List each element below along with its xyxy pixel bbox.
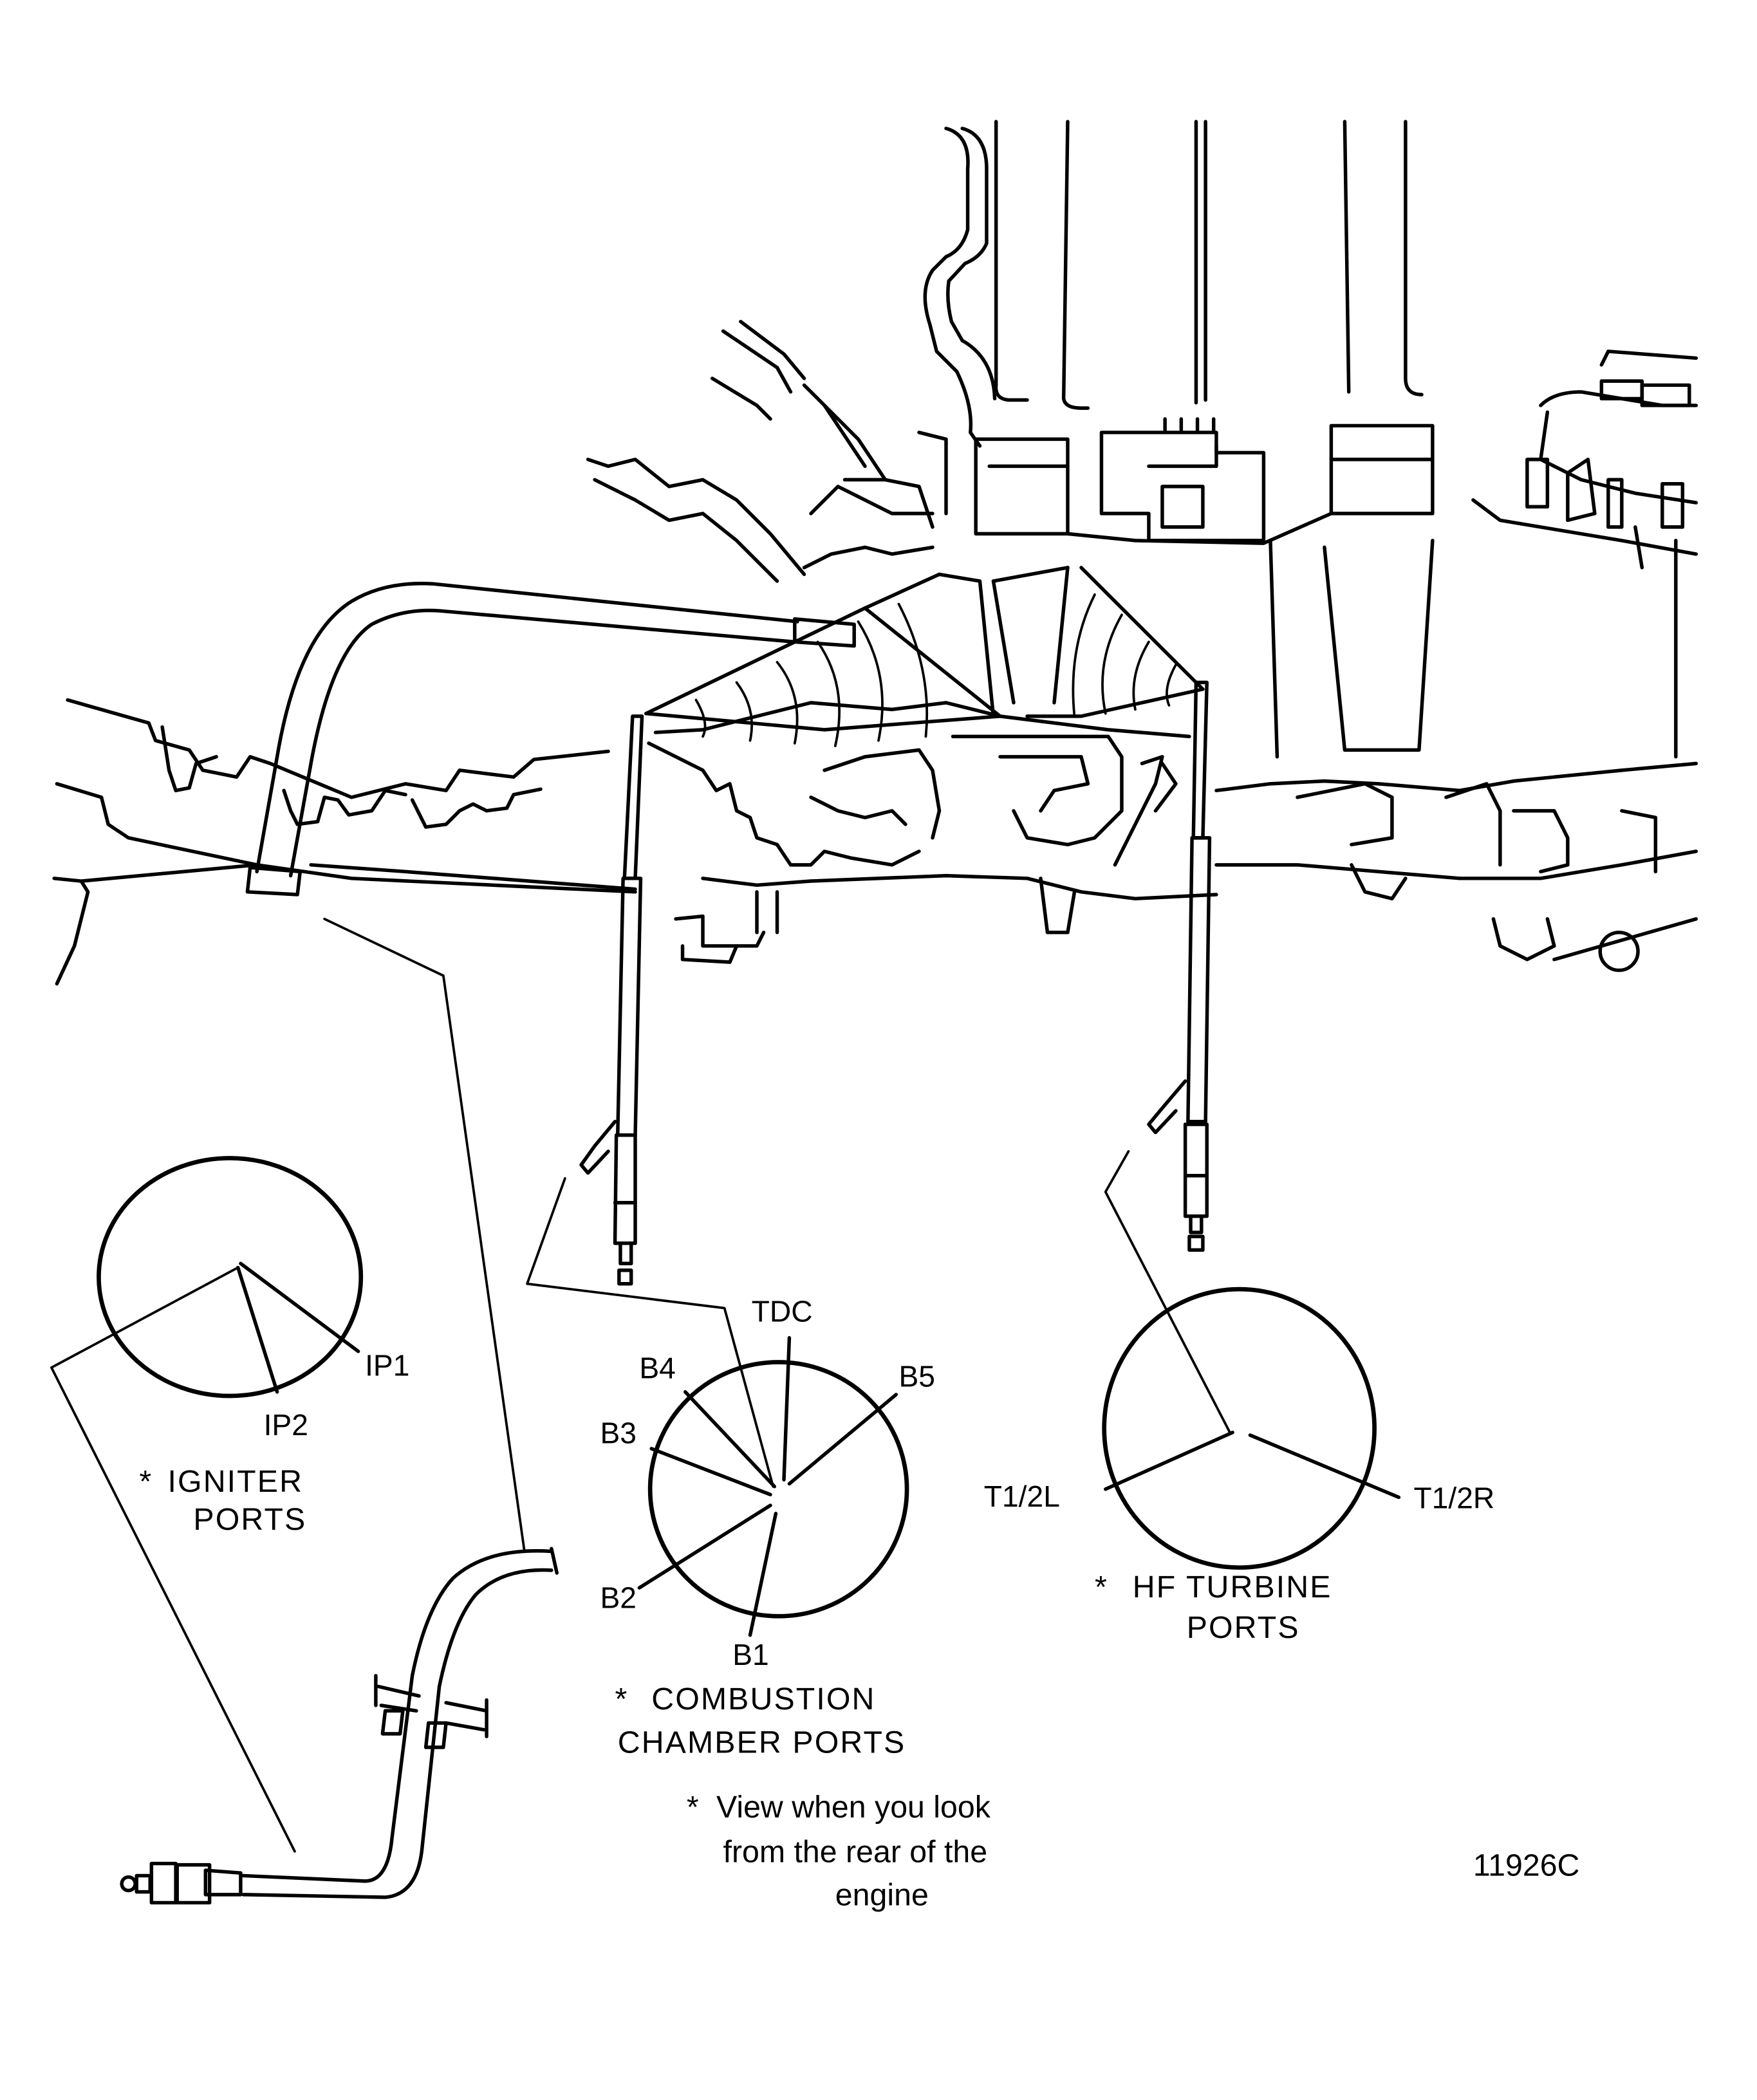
engine-cross-section — [52, 120, 1698, 986]
hf-turbine-ports-title-line2: PORTS — [1187, 1610, 1300, 1645]
port-label-ip1: IP1 — [365, 1349, 409, 1382]
combustion-ports-title-line1: COMBUSTION — [651, 1682, 875, 1716]
port-label-ip2: IP2 — [264, 1408, 308, 1442]
reference-label-tdc: TDC — [752, 1295, 813, 1328]
igniter-port-circle — [97, 1156, 364, 1398]
footnote-line3: engine — [835, 1878, 929, 1913]
port-label-b2: B2 — [600, 1581, 637, 1615]
port-label-t1-2r: T1/2R — [1413, 1481, 1494, 1514]
igniter-ports-view: IP1 IP2 * IGNITER PORTS — [97, 1156, 409, 1537]
footnote: * View when you look from the rear of th… — [687, 1790, 991, 1912]
footnote-marker: * — [687, 1790, 699, 1825]
igniter-ports-title-line2: PORTS — [193, 1502, 306, 1537]
compressor-outlet-casing — [586, 320, 948, 583]
combustion-ports-marker: * — [615, 1682, 629, 1716]
flexible-borescope-probe — [120, 1547, 559, 1905]
engine-lower-casing — [52, 698, 1698, 986]
igniter-flexible-probe — [245, 581, 856, 897]
leader-lines — [50, 917, 1231, 1853]
turbine-casing-upper — [923, 120, 1698, 759]
combustion-chamber-cone — [644, 539, 1435, 759]
hf-turbine-borescope-probe — [1147, 680, 1212, 1252]
combustion-port-circle — [647, 1360, 909, 1619]
hf-turbine-ports-view: T1/2L T1/2R * HF TURBINE PORTS — [984, 1287, 1494, 1645]
port-label-b4: B4 — [639, 1352, 675, 1385]
igniter-ports-marker: * — [139, 1464, 153, 1499]
combustion-ports-title-line2: CHAMBER PORTS — [618, 1725, 906, 1760]
figure-id: 11926C — [1473, 1848, 1580, 1882]
combustion-borescope-probe — [579, 714, 644, 1286]
footnote-line1: View when you look — [716, 1790, 991, 1825]
port-label-b5: B5 — [898, 1359, 935, 1393]
hf-turbine-ports-marker: * — [1095, 1570, 1108, 1604]
igniter-ports-title-line1: IGNITER — [168, 1464, 304, 1499]
footnote-line2: from the rear of the — [723, 1834, 988, 1869]
combustion-ports-view: TDC B1 B2 B3 B4 B5 * COMBUSTION CHAMBER … — [600, 1295, 935, 1760]
port-label-t1-2l: T1/2L — [984, 1480, 1060, 1513]
hf-turbine-ports-title-line1: HF TURBINE — [1133, 1570, 1332, 1604]
port-label-b3: B3 — [600, 1417, 637, 1450]
port-label-b1: B1 — [732, 1638, 769, 1671]
hf-turbine-port-circle — [1102, 1287, 1377, 1570]
